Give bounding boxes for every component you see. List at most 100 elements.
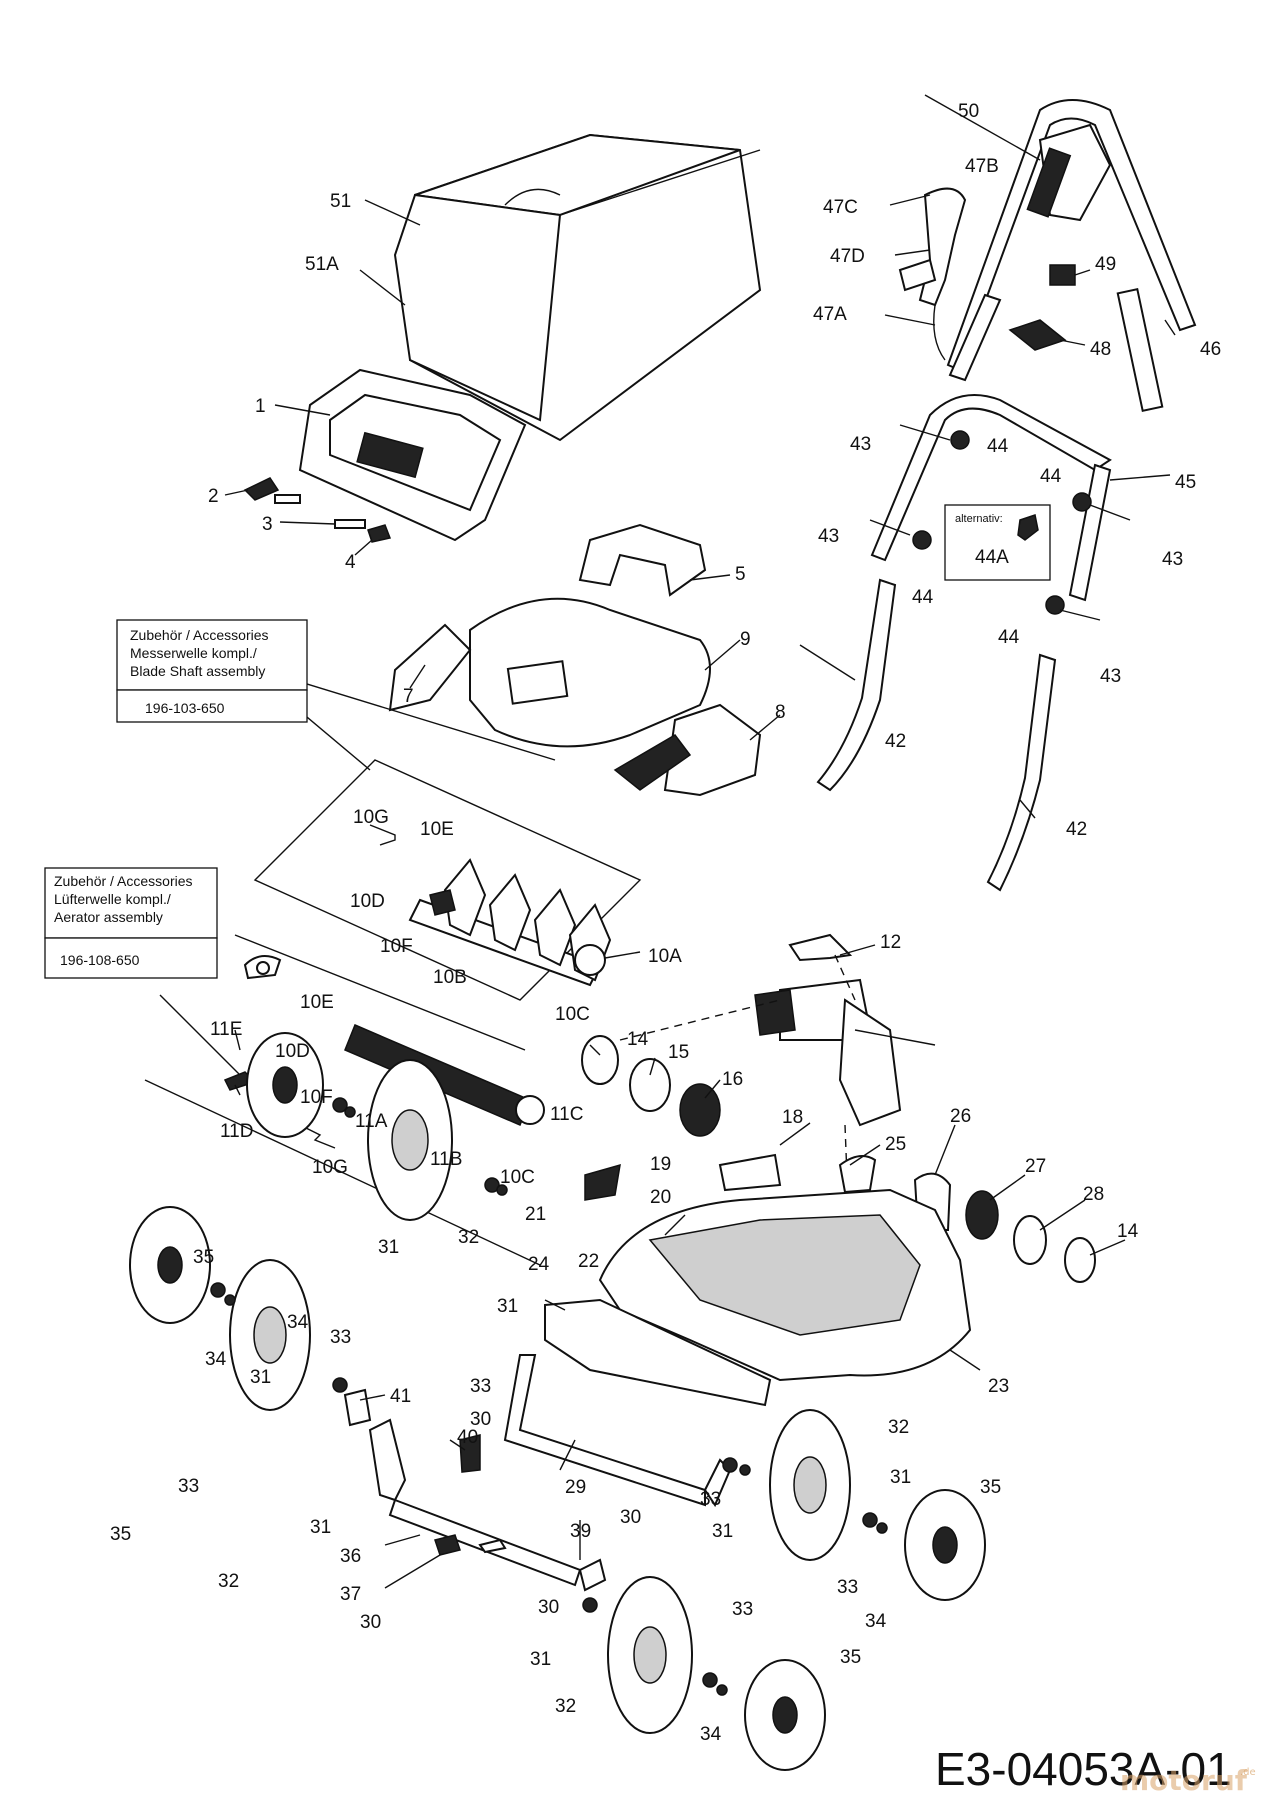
callout-8: 8 xyxy=(775,702,786,723)
alternative-part: 44A xyxy=(975,547,1009,568)
callout-31-g: 31 xyxy=(890,1467,911,1488)
callout-19: 19 xyxy=(650,1154,671,1175)
callout-11A: 11A xyxy=(355,1111,388,1132)
callout-32-c: 32 xyxy=(555,1696,576,1717)
callout-33-b: 33 xyxy=(470,1376,491,1397)
blade-shaft xyxy=(369,824,612,987)
callout-29: 29 xyxy=(565,1477,586,1498)
callout-11E: 11E xyxy=(210,1019,242,1040)
callout-leaders xyxy=(224,94,1176,1589)
callout-23: 23 xyxy=(988,1376,1009,1397)
callout-11B: 11B xyxy=(430,1149,462,1170)
svg-text:.de: .de xyxy=(1240,1767,1256,1778)
wheel-front-left xyxy=(229,1259,311,1411)
callout-42-a: 42 xyxy=(885,731,906,752)
callout-44-c: 44 xyxy=(912,587,934,608)
callout-10D-bottom: 10D xyxy=(275,1041,310,1062)
callout-10C-top: 10C xyxy=(555,1004,590,1025)
accessory-header: Zubehör / Accessories xyxy=(130,627,269,643)
callout-46: 46 xyxy=(1200,339,1221,360)
callout-43-a: 43 xyxy=(850,434,871,455)
accessory-part-number: 196-108-650 xyxy=(60,952,140,968)
callout-43-c: 43 xyxy=(1162,549,1183,570)
blade-shaft-frame xyxy=(253,759,642,1001)
callout-10A: 10A xyxy=(648,946,682,967)
callout-10F-bottom: 10F xyxy=(300,1087,333,1108)
callout-27: 27 xyxy=(1025,1156,1046,1177)
callout-26: 26 xyxy=(950,1106,971,1127)
callout-35-b: 35 xyxy=(110,1524,131,1545)
callout-10B: 10B xyxy=(433,967,467,988)
watermark-logo: motoruf .de xyxy=(1120,1764,1256,1797)
callout-36: 36 xyxy=(340,1546,361,1567)
accessory-header: Zubehör / Accessories xyxy=(54,873,193,889)
callout-22: 22 xyxy=(578,1251,599,1272)
grass-catcher-bag xyxy=(393,133,762,442)
callout-49: 49 xyxy=(1095,254,1116,275)
callout-10D-top: 10D xyxy=(350,891,385,912)
callout-2: 2 xyxy=(208,486,219,507)
callout-30-c: 30 xyxy=(538,1597,559,1618)
callout-44-d: 44 xyxy=(998,627,1020,648)
callout-34-b: 34 xyxy=(205,1349,227,1370)
wheel-rear-left xyxy=(367,1059,453,1221)
callout-47D: 47D xyxy=(830,246,865,267)
callout-35-d: 35 xyxy=(840,1647,861,1668)
callout-31-c: 31 xyxy=(250,1367,271,1388)
alternative-label: alternativ: xyxy=(955,513,1003,525)
callout-31-d: 31 xyxy=(310,1517,331,1538)
callout-20: 20 xyxy=(650,1187,671,1208)
callout-labels: 51 51A 1 2 3 4 5 9 7 8 10G 10E 10D 10F 1… xyxy=(110,101,1221,1745)
accessory-part-number: 196-103-650 xyxy=(145,700,225,716)
callout-41: 41 xyxy=(390,1386,411,1407)
callout-34-c: 34 xyxy=(865,1611,887,1632)
callout-48: 48 xyxy=(1090,339,1111,360)
callout-32-a: 32 xyxy=(458,1227,479,1248)
callout-11D: 11D xyxy=(220,1121,253,1142)
callout-30-b: 30 xyxy=(360,1612,381,1633)
callout-12: 12 xyxy=(880,932,901,953)
accessory-box-aerator: Zubehör / Accessories Lüfterwelle kompl.… xyxy=(44,867,218,979)
callout-11C: 11C xyxy=(550,1104,583,1125)
motor-assembly xyxy=(754,933,902,1256)
callout-47B: 47B xyxy=(965,156,999,177)
svg-text:motoruf: motoruf xyxy=(1120,1764,1248,1797)
pulleys-left xyxy=(581,999,781,1137)
accessory-box-blade-shaft: Zubehör / Accessories Messerwelle kompl.… xyxy=(116,619,308,723)
callout-44-a: 44 xyxy=(987,436,1009,457)
callout-33-d: 33 xyxy=(700,1489,721,1510)
callout-37: 37 xyxy=(340,1584,361,1605)
callout-39: 39 xyxy=(570,1521,591,1542)
callout-34-a: 34 xyxy=(287,1312,309,1333)
hubcap-rear-left xyxy=(246,1032,324,1138)
callout-10C-bottom: 10C xyxy=(500,1167,535,1188)
callout-33-c: 33 xyxy=(178,1476,199,1497)
callout-42-b: 42 xyxy=(1066,819,1087,840)
callout-10E-top: 10E xyxy=(420,819,454,840)
motor-cover-assembly xyxy=(388,523,762,797)
callout-4: 4 xyxy=(345,552,356,573)
callout-28: 28 xyxy=(1083,1184,1104,1205)
callout-51A: 51A xyxy=(305,254,339,275)
callout-51: 51 xyxy=(330,191,351,212)
hubcap-front-right xyxy=(744,1659,826,1771)
callout-47A: 47A xyxy=(813,304,847,325)
callout-50: 50 xyxy=(958,101,979,122)
callout-10E-bottom: 10E xyxy=(300,992,334,1013)
callout-35-c: 35 xyxy=(980,1477,1001,1498)
callout-10G-bottom: 10G xyxy=(312,1157,348,1178)
accessory-line2: Aerator assembly xyxy=(54,909,163,925)
aerator-parallelogram xyxy=(144,934,541,1266)
callout-10F-top: 10F xyxy=(380,936,413,957)
mower-deck xyxy=(544,1153,972,1407)
callout-34-d: 34 xyxy=(700,1724,722,1745)
callout-35-a: 35 xyxy=(193,1247,214,1268)
callout-14-left: 14 xyxy=(627,1029,649,1050)
callout-24: 24 xyxy=(528,1254,550,1275)
callout-31-b: 31 xyxy=(497,1296,518,1317)
callout-32-d: 32 xyxy=(888,1417,909,1438)
callout-45: 45 xyxy=(1175,472,1196,493)
wheel-front-right xyxy=(607,1576,693,1734)
callout-10G-top: 10G xyxy=(353,807,389,828)
wheel-rear-right xyxy=(769,1409,851,1561)
